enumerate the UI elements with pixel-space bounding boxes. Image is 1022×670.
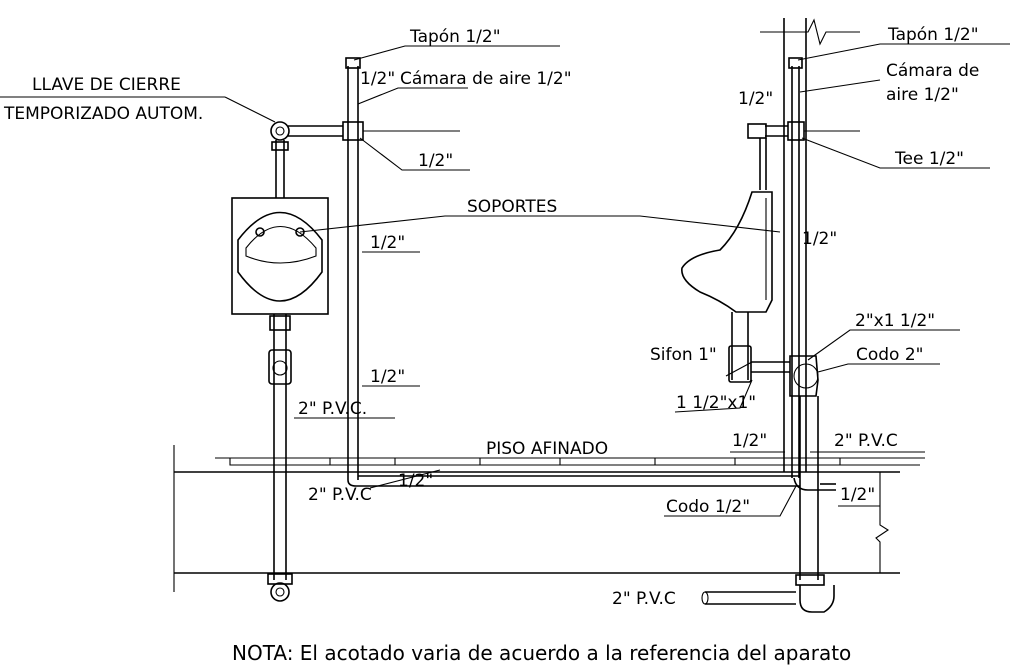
under-floor-size-label: 1/2" xyxy=(398,471,433,491)
pvc-under-floor-label: 2" P.V.C xyxy=(308,485,372,505)
soportes-label: SOPORTES xyxy=(467,197,557,217)
camara-left-size-label: 1/2" xyxy=(360,69,395,89)
left-support-bolt xyxy=(255,227,265,237)
right-tee xyxy=(787,121,805,141)
llave-label-line2: TEMPORIZADO AUTOM. xyxy=(3,104,203,124)
pvc-bottom-label: 2" P.V.C xyxy=(612,589,676,609)
left-tee xyxy=(342,121,364,141)
left-cap xyxy=(345,57,361,69)
tapon-left-label: Tapón 1/2" xyxy=(409,27,501,47)
leader-lines xyxy=(0,43,1010,517)
pipe-left-size-label: 1/2" xyxy=(370,233,405,253)
pipe-left-size-label: 1/2" xyxy=(370,367,405,387)
codo-2-label: Codo 2" xyxy=(856,345,924,365)
pvc-right-floor-label: 2" P.V.C xyxy=(834,431,898,451)
nota-text: NOTA: El acotado varia de acuerdo a la r… xyxy=(232,641,851,665)
camara-right-label-line1: Cámara de xyxy=(886,61,979,81)
camara-right-label-line2: aire 1/2" xyxy=(886,85,959,105)
tee-right-label: Tee 1/2" xyxy=(894,149,964,169)
left-urinal-assembly xyxy=(231,57,800,602)
right-urinal-assembly xyxy=(681,18,860,613)
right-below-size-label: 1/2" xyxy=(840,485,875,505)
sifon-label: Sifon 1" xyxy=(650,345,717,365)
reducer-right-label: 2"x1 1/2" xyxy=(855,311,935,331)
right-vertical-size-label: 1/2" xyxy=(738,89,773,109)
llave-label-line1: LLAVE DE CIERRE xyxy=(32,75,181,95)
left-urinal xyxy=(231,197,329,315)
piso-afinado-label: PISO AFINADO xyxy=(486,439,608,459)
floor-slab xyxy=(173,445,925,592)
codo-half-label: Codo 1/2" xyxy=(666,497,750,517)
tapon-right-label: Tapón 1/2" xyxy=(887,25,979,45)
right-cap xyxy=(788,57,803,69)
left-cleanout xyxy=(270,582,290,602)
camara-left-label: Cámara de aire 1/2" xyxy=(400,69,572,89)
pvc-left-label: 2" P.V.C. xyxy=(298,399,367,419)
right-urinal xyxy=(681,191,773,313)
reducer-sifon-label: 1 1/2"x1" xyxy=(676,393,756,413)
urinal-right-size-label: 1/2" xyxy=(802,229,837,249)
labels: Tapón 1/2" 1/2" Cámara de aire 1/2" LLAV… xyxy=(3,25,979,665)
tee-left-size-label: 1/2" xyxy=(418,151,453,171)
right-floor-size-label: 1/2" xyxy=(732,431,767,451)
llave-temporizada-valve xyxy=(270,121,290,141)
